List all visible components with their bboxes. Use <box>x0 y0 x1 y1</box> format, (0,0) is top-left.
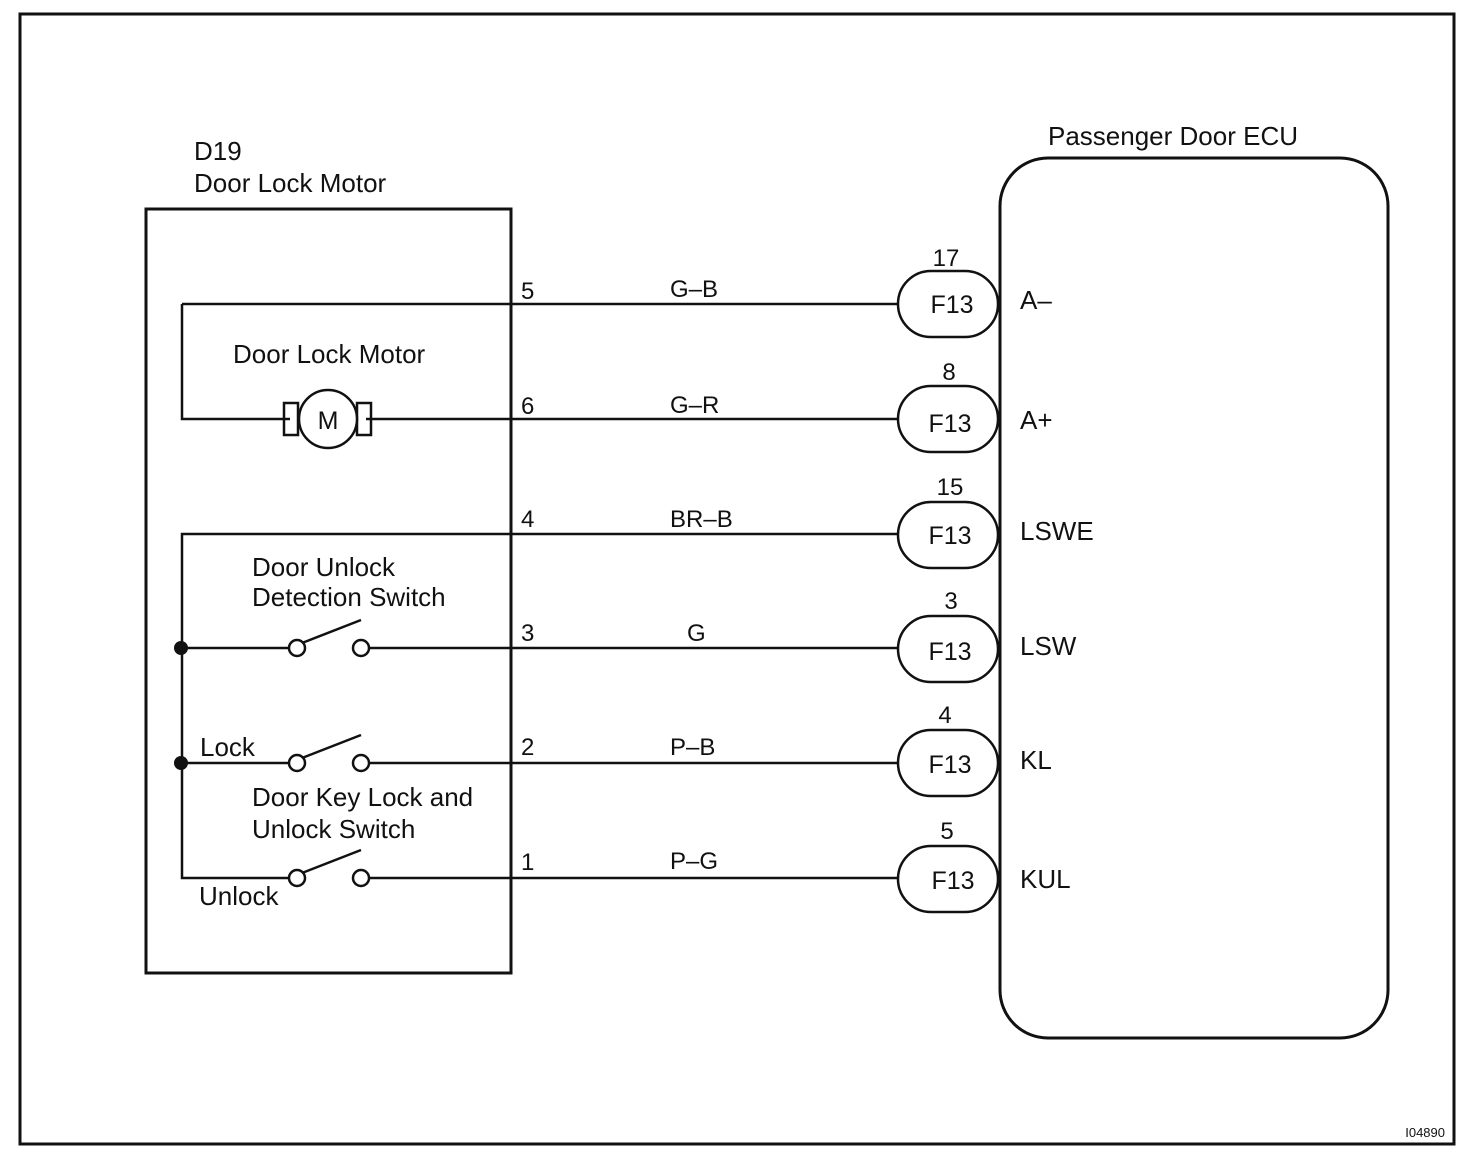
connector-f13 <box>896 728 1000 798</box>
connector-f13 <box>896 384 1000 454</box>
wire-color: G–B <box>670 276 718 303</box>
wire-row-4: 4 BR–B F13 15 LSWE <box>521 474 1094 570</box>
ecu-signal: KUL <box>1020 864 1071 894</box>
switch-circuit: Door Unlock Detection Switch Lock Door K… <box>174 532 898 911</box>
component-code: D19 <box>194 136 242 166</box>
pin-number: 3 <box>521 620 534 647</box>
component-name: Door Lock Motor <box>194 168 387 198</box>
wire-row-5: 5 G–B F13 17 A– <box>521 245 1052 339</box>
diagram-id: I04890 <box>1405 1125 1445 1140</box>
ecu-pin-number: 3 <box>944 588 957 615</box>
motor-circuit: M Door Lock Motor <box>180 302 898 450</box>
ecu-box <box>998 156 1390 1040</box>
connector-f13 <box>896 500 1000 570</box>
unlock-label: Unlock <box>199 881 279 911</box>
ecu-signal: A+ <box>1020 405 1053 435</box>
component-box <box>144 207 513 975</box>
motor-letter: M <box>318 407 339 435</box>
connector-f13 <box>896 269 1000 339</box>
ecu-pin-number: 8 <box>942 359 955 386</box>
ecu-pin-number: 5 <box>940 818 953 845</box>
ecu-pin-number: 4 <box>938 702 951 729</box>
connector-code: F13 <box>928 751 971 779</box>
wire-color: P–G <box>670 848 718 875</box>
pin-number: 2 <box>521 734 534 761</box>
wire-row-6: 6 G–R F13 8 A+ <box>521 359 1053 454</box>
pin-number: 1 <box>521 849 534 876</box>
wire-row-2: 2 P–B F13 4 KL <box>521 702 1052 798</box>
wire-row-1: 1 P–G F13 5 KUL <box>521 818 1071 914</box>
connector-f13 <box>896 614 1000 684</box>
outer-frame <box>18 12 1456 1146</box>
ecu-signal: LSW <box>1020 631 1077 661</box>
ecu-signal: LSWE <box>1020 516 1094 546</box>
pin-number: 5 <box>521 278 534 305</box>
wire-row-3: 3 G F13 3 LSW <box>521 588 1077 684</box>
pin-number: 4 <box>521 506 534 533</box>
ecu-pin-number: 17 <box>933 245 960 272</box>
unlock-detection-label-2: Detection Switch <box>252 582 446 612</box>
connector-f13 <box>896 844 1000 914</box>
connector-code: F13 <box>928 522 971 550</box>
motor-label: Door Lock Motor <box>233 339 426 369</box>
pin-number: 6 <box>521 393 534 420</box>
connector-code: F13 <box>928 410 971 438</box>
motor-symbol <box>297 388 359 450</box>
lock-label: Lock <box>200 732 256 762</box>
connector-code: F13 <box>931 867 974 895</box>
wire-color: G <box>687 620 706 647</box>
wire-color: G–R <box>670 392 719 419</box>
ecu-pin-number: 15 <box>937 474 964 501</box>
wire-color: P–B <box>670 734 715 761</box>
key-switch-label-1: Door Key Lock and <box>252 782 473 812</box>
ecu-signal: A– <box>1020 285 1052 315</box>
connector-code: F13 <box>928 638 971 666</box>
ecu-signal: KL <box>1020 745 1052 775</box>
unlock-detection-label-1: Door Unlock <box>252 552 396 582</box>
wire-color: BR–B <box>670 506 733 533</box>
connector-code: F13 <box>930 291 973 319</box>
ecu-name: Passenger Door ECU <box>1048 121 1298 151</box>
key-switch-label-2: Unlock Switch <box>252 814 415 844</box>
